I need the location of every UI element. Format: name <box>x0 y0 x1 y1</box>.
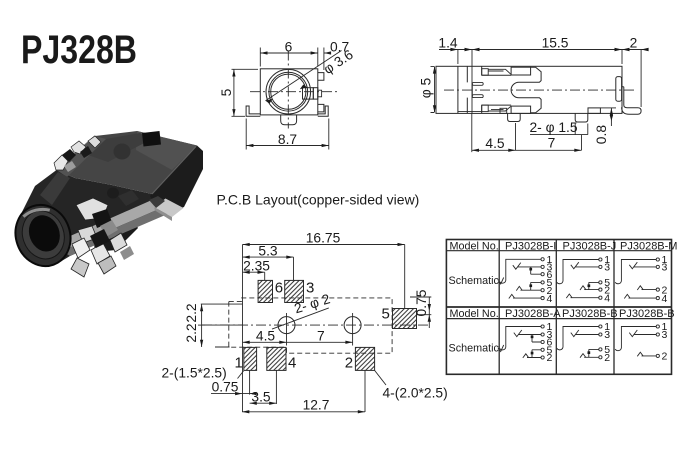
svg-text:3.5: 3.5 <box>251 390 271 405</box>
svg-text:8.7: 8.7 <box>278 132 297 147</box>
svg-text:PJ3028B-M: PJ3028B-M <box>620 241 677 253</box>
svg-text:4.5: 4.5 <box>256 329 276 344</box>
svg-text:5: 5 <box>604 344 610 356</box>
svg-text:φ 5: φ 5 <box>419 77 434 98</box>
svg-text:PJ3028B-I: PJ3028B-I <box>505 241 556 253</box>
svg-text:4: 4 <box>288 355 296 372</box>
svg-text:6: 6 <box>275 280 283 297</box>
svg-text:7: 7 <box>548 136 556 151</box>
svg-text:5: 5 <box>382 306 390 323</box>
svg-text:16.75: 16.75 <box>306 231 341 246</box>
svg-text:Model No.: Model No. <box>450 308 499 320</box>
svg-text:1: 1 <box>547 254 553 266</box>
svg-text:4: 4 <box>604 292 610 304</box>
svg-text:7: 7 <box>317 329 325 344</box>
svg-text:2: 2 <box>604 284 610 296</box>
svg-text:2: 2 <box>662 351 668 363</box>
svg-text:2: 2 <box>662 284 668 296</box>
svg-text:1: 1 <box>235 355 243 372</box>
svg-text:2-(1.5*2.5): 2-(1.5*2.5) <box>162 366 227 381</box>
svg-text:0.75: 0.75 <box>414 289 429 316</box>
svg-text:3: 3 <box>662 329 668 341</box>
svg-text:0.75: 0.75 <box>212 380 239 395</box>
svg-text:3: 3 <box>604 262 610 274</box>
svg-text:0.8: 0.8 <box>594 125 609 145</box>
svg-text:3: 3 <box>547 329 553 341</box>
svg-text:Schematic: Schematic <box>449 275 500 287</box>
svg-text:PJ3028B-B: PJ3028B-B <box>562 308 618 320</box>
svg-text:4-(2.0*2.5): 4-(2.0*2.5) <box>383 386 448 401</box>
svg-text:15.5: 15.5 <box>542 36 569 51</box>
svg-text:2: 2 <box>345 355 353 372</box>
svg-text:2.35: 2.35 <box>243 259 270 274</box>
svg-text:12.7: 12.7 <box>303 398 330 413</box>
svg-text:3: 3 <box>547 262 553 274</box>
svg-text:5: 5 <box>547 277 553 289</box>
svg-text:2: 2 <box>630 36 638 51</box>
svg-text:5: 5 <box>219 88 234 96</box>
svg-text:2: 2 <box>547 285 553 297</box>
svg-text:PJ3028B-J: PJ3028B-J <box>563 241 617 253</box>
svg-text:5.3: 5.3 <box>258 244 278 259</box>
svg-text:6: 6 <box>285 40 293 55</box>
svg-text:1.4: 1.4 <box>438 36 458 51</box>
svg-text:1: 1 <box>604 321 610 333</box>
svg-text:1: 1 <box>662 254 668 266</box>
svg-text:0.7: 0.7 <box>330 40 349 55</box>
svg-text:1: 1 <box>662 321 668 333</box>
svg-text:1: 1 <box>547 321 553 333</box>
svg-text:Model No.: Model No. <box>450 240 499 252</box>
svg-text:2: 2 <box>604 352 610 364</box>
svg-text:3: 3 <box>306 280 314 297</box>
svg-text:3: 3 <box>662 262 668 274</box>
svg-text:5: 5 <box>547 345 553 357</box>
svg-text:PJ328B: PJ328B <box>21 28 137 72</box>
svg-text:2.2: 2.2 <box>184 303 199 322</box>
svg-text:PJ3028B-B: PJ3028B-B <box>619 308 675 320</box>
svg-text:2.2: 2.2 <box>184 323 199 342</box>
svg-text:2- φ 1.5: 2- φ 1.5 <box>530 120 578 135</box>
svg-text:4: 4 <box>547 293 553 305</box>
svg-text:PJ3028B-A: PJ3028B-A <box>505 308 561 320</box>
svg-text:1: 1 <box>604 254 610 266</box>
svg-text:4: 4 <box>662 293 668 305</box>
svg-text:P.C.B Layout(copper-sided view: P.C.B Layout(copper-sided view) <box>217 192 420 208</box>
svg-text:Schematic: Schematic <box>449 343 500 355</box>
svg-text:3: 3 <box>604 329 610 341</box>
svg-text:6: 6 <box>547 269 553 281</box>
svg-text:6: 6 <box>547 337 553 349</box>
svg-text:5: 5 <box>604 277 610 289</box>
svg-text:4.5: 4.5 <box>485 136 505 151</box>
svg-text:2: 2 <box>547 352 553 364</box>
